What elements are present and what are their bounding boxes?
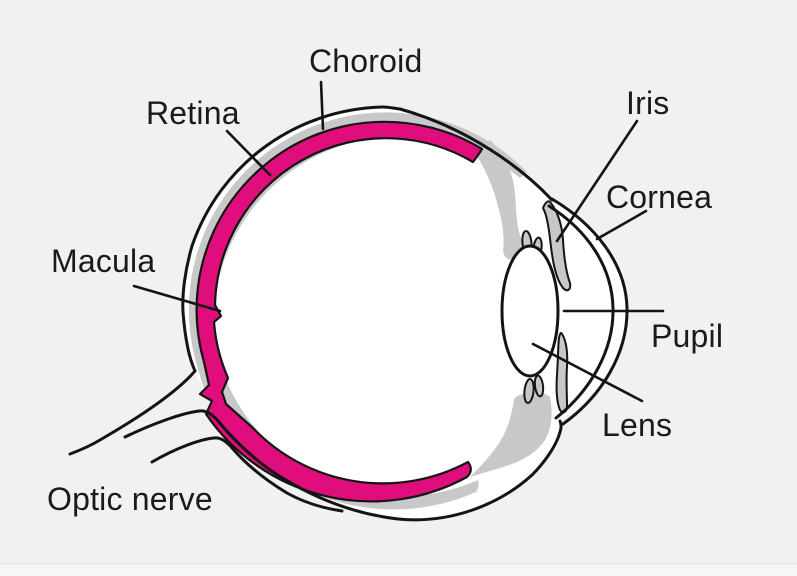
cornea-outer-arc <box>550 197 629 426</box>
sclera-outline-lower-and-optic-nerve <box>123 409 563 522</box>
bottom-edge-strip <box>0 565 797 576</box>
macula-leader-line <box>132 284 222 313</box>
cornea-inner-arc <box>547 204 615 420</box>
iris-lower <box>555 332 569 414</box>
labels-group: Choroid Retina Macula Iris Cornea Pupil … <box>47 43 723 517</box>
lens-shape <box>500 244 560 378</box>
zonule-fiber-lower-2 <box>533 374 545 398</box>
zonule-fiber-lower-1 <box>523 378 535 404</box>
cornea-leader-line <box>595 209 648 241</box>
optic-nerve-label: Optic nerve <box>47 481 213 517</box>
lens-leader-line <box>531 342 644 403</box>
macula-label: Macula <box>51 243 155 279</box>
sclera-outline-and-optic-nerve-upper <box>68 105 554 456</box>
leader-lines-group <box>132 80 665 403</box>
ciliary-body-upper <box>478 140 541 264</box>
optic-nerve-sheath-line <box>150 436 344 513</box>
outline-linework-group <box>68 105 629 522</box>
choroid-leader-line <box>319 80 325 131</box>
ciliary-body-lower <box>470 391 552 477</box>
choroid-label: Choroid <box>309 43 422 79</box>
retina-label: Retina <box>146 95 240 131</box>
cornea-label: Cornea <box>606 179 712 215</box>
iris-upper <box>542 200 572 292</box>
lens-label: Lens <box>602 407 672 443</box>
pupil-label: Pupil <box>651 318 723 354</box>
retina-leader-line <box>225 129 272 177</box>
iris-leader-line <box>555 119 639 243</box>
iris-label: Iris <box>626 85 669 121</box>
retina-band <box>195 120 484 503</box>
